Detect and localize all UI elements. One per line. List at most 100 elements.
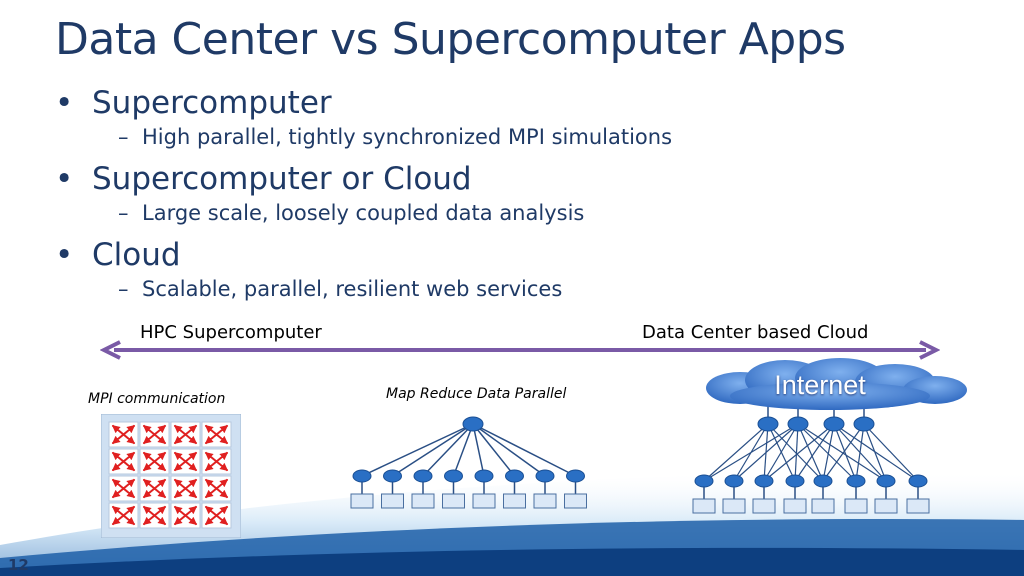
mapreduce-label: Map Reduce Data Parallel bbox=[386, 386, 567, 402]
mpi-arrow bbox=[111, 424, 136, 445]
mpi-arrow bbox=[204, 505, 229, 526]
mpi-arrow bbox=[142, 478, 167, 499]
worker-node-icon bbox=[383, 469, 402, 483]
mpi-arrow bbox=[111, 451, 136, 472]
tree-edge bbox=[703, 423, 769, 482]
storage-icon bbox=[381, 493, 404, 509]
bullet-list: • Supercomputer – High parallel, tightly… bbox=[55, 84, 955, 312]
tree-edge bbox=[863, 423, 887, 482]
storage-icon bbox=[722, 498, 746, 514]
page-number: 12 bbox=[8, 556, 29, 574]
bullet-text: Supercomputer or Cloud bbox=[92, 161, 472, 197]
router-node-icon bbox=[823, 416, 845, 432]
worker-node-icon bbox=[352, 469, 372, 483]
tree-edge bbox=[863, 423, 919, 482]
server-node-icon bbox=[876, 474, 896, 488]
slide-title: Data Center vs Supercomputer Apps bbox=[55, 14, 846, 65]
storage-icon bbox=[874, 498, 898, 514]
worker-node-icon bbox=[444, 469, 463, 483]
bullet-item: • Supercomputer or Cloud bbox=[55, 160, 955, 198]
storage-icon bbox=[533, 493, 557, 509]
mpi-label: MPI communication bbox=[88, 391, 226, 407]
sub-bullet-text: High parallel, tightly synchronized MPI … bbox=[142, 125, 673, 149]
root-node-icon bbox=[462, 416, 484, 432]
server-node-icon bbox=[908, 474, 928, 488]
bullet-glyph: • bbox=[55, 161, 74, 197]
worker-node-icon bbox=[535, 469, 555, 483]
storage-icon bbox=[350, 493, 374, 509]
internet-cloud-icon bbox=[706, 358, 967, 410]
mpi-arrow bbox=[204, 424, 229, 445]
storage-icon bbox=[564, 493, 587, 509]
server-node-icon bbox=[785, 474, 805, 488]
tree-edge bbox=[794, 423, 799, 482]
tree-edge bbox=[833, 423, 919, 482]
tree-edge bbox=[822, 423, 835, 482]
storage-icon bbox=[811, 498, 835, 514]
bullet-text: Cloud bbox=[92, 237, 181, 273]
storage-icon bbox=[906, 498, 930, 514]
dash-glyph: – bbox=[118, 277, 129, 301]
bullet-glyph: • bbox=[55, 85, 74, 121]
tree-edge bbox=[361, 423, 474, 477]
bullet-text: Supercomputer bbox=[92, 85, 332, 121]
tree-edge bbox=[472, 423, 576, 477]
storage-icon bbox=[472, 493, 496, 509]
worker-node-icon bbox=[505, 469, 524, 483]
dash-glyph: – bbox=[118, 201, 129, 225]
tree-edge bbox=[392, 423, 474, 477]
tree-edge bbox=[452, 423, 474, 477]
router-node-icon bbox=[787, 416, 809, 432]
double-headed-arrow bbox=[100, 340, 940, 360]
tree-edge bbox=[472, 423, 546, 477]
tree-edge bbox=[472, 423, 516, 477]
bullet-glyph: • bbox=[55, 237, 74, 273]
tree-edge bbox=[794, 423, 835, 482]
sub-bullet-item: – Large scale, loosely coupled data anal… bbox=[55, 198, 955, 236]
tree-edge bbox=[797, 423, 857, 482]
router-node-icon bbox=[853, 416, 875, 432]
axis-left-label: HPC Supercomputer bbox=[140, 322, 322, 343]
storage-icon bbox=[752, 498, 776, 514]
sub-bullet-item: – High parallel, tightly synchronized MP… bbox=[55, 122, 955, 160]
bullet-item: • Cloud bbox=[55, 236, 955, 274]
storage-icon bbox=[692, 498, 716, 514]
tree-edge bbox=[733, 423, 799, 482]
tree-edge bbox=[472, 423, 485, 477]
mpi-arrow bbox=[173, 424, 198, 445]
worker-node-icon bbox=[566, 469, 585, 483]
tree-edge bbox=[855, 423, 865, 482]
mpi-grid-diagram bbox=[101, 414, 241, 538]
internet-label: Internet bbox=[774, 370, 866, 400]
storage-icon bbox=[783, 498, 807, 514]
cloud-tree-diagram bbox=[692, 358, 967, 514]
storage-icon bbox=[503, 493, 526, 509]
sub-bullet-item: – Scalable, parallel, resilient web serv… bbox=[55, 274, 955, 312]
server-node-icon bbox=[694, 474, 714, 488]
tree-edge bbox=[763, 423, 799, 482]
tree-edge bbox=[822, 423, 865, 482]
tree-edge bbox=[422, 423, 474, 477]
sub-bullet-text: Scalable, parallel, resilient web servic… bbox=[142, 277, 563, 301]
tree-edge bbox=[763, 423, 835, 482]
router-node-icon bbox=[757, 416, 779, 432]
storage-icon bbox=[844, 498, 868, 514]
bullet-item: • Supercomputer bbox=[55, 84, 955, 122]
mpi-arrow bbox=[173, 451, 198, 472]
mapreduce-tree-diagram bbox=[350, 416, 587, 509]
tree-edge bbox=[703, 423, 799, 482]
mpi-arrow bbox=[111, 478, 136, 499]
mpi-arrow bbox=[204, 451, 229, 472]
dash-glyph: – bbox=[118, 125, 129, 149]
tree-edge bbox=[767, 423, 824, 482]
mpi-arrow bbox=[173, 478, 198, 499]
mpi-arrow bbox=[204, 478, 229, 499]
tree-edge bbox=[797, 423, 824, 482]
mpi-arrow bbox=[142, 451, 167, 472]
storage-icon bbox=[411, 493, 435, 509]
server-node-icon bbox=[846, 474, 866, 488]
server-node-icon bbox=[724, 474, 744, 488]
tree-edge bbox=[833, 423, 857, 482]
mpi-arrow bbox=[173, 505, 198, 526]
